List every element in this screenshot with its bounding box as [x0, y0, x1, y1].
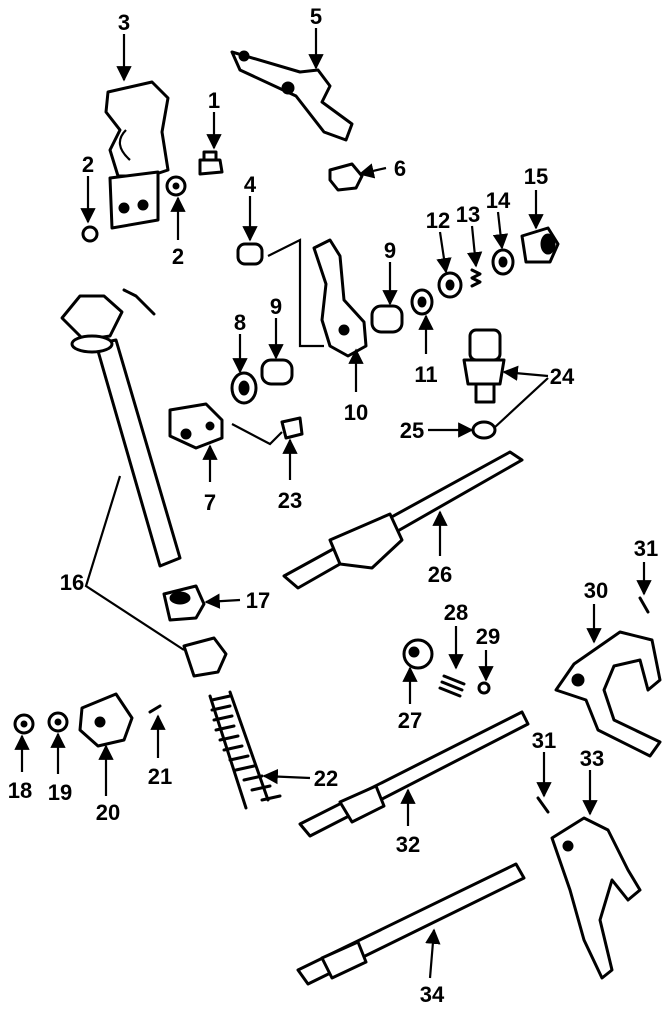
rail-part-34 [296, 862, 526, 986]
callout-labels: 3 1 2 2 5 6 4 8 9 9 10 11 12 13 14 15 24… [8, 4, 658, 1007]
callout-16: 16 [60, 570, 84, 595]
callout-31b: 31 [532, 728, 556, 753]
callout-28: 28 [444, 600, 468, 625]
callout-12: 12 [426, 208, 450, 233]
seal-part-12 [437, 271, 463, 299]
nut-part-18 [13, 713, 35, 735]
callout-8: 8 [234, 310, 246, 335]
callout-27: 27 [398, 708, 422, 733]
ring-part-14 [491, 248, 515, 276]
callout-18: 18 [8, 778, 32, 803]
bracket-part [104, 80, 170, 230]
block-part-7 [168, 402, 224, 450]
bushing-part-4 [236, 242, 264, 266]
bushing-part-9a [370, 304, 404, 334]
bushing-part-9b [260, 358, 294, 386]
callout-2b: 2 [172, 244, 184, 269]
rail-part-32 [298, 710, 530, 838]
callout-31a: 31 [634, 536, 658, 561]
callout-30: 30 [584, 578, 608, 603]
callout-21: 21 [148, 764, 172, 789]
callout-4: 4 [244, 172, 257, 197]
callout-6: 6 [394, 156, 406, 181]
washer-part-2b [165, 175, 187, 197]
callout-20: 20 [96, 800, 120, 825]
fork-part-33 [550, 816, 642, 980]
callout-9b: 9 [270, 294, 282, 319]
callout-22: 22 [314, 766, 338, 791]
roll-pin-part-31b [536, 796, 550, 814]
callout-11: 11 [414, 362, 437, 387]
callout-32: 32 [396, 832, 420, 857]
ball-part-29 [477, 681, 491, 695]
callout-15: 15 [524, 164, 548, 189]
detent-part-20 [78, 692, 134, 748]
callout-5: 5 [310, 4, 322, 29]
callout-26: 26 [428, 562, 452, 587]
callout-9a: 9 [384, 238, 396, 263]
bolt-part-1 [198, 150, 224, 176]
callout-25: 25 [400, 418, 424, 443]
washer-part-2a [81, 225, 99, 243]
lever-part-5 [230, 50, 354, 142]
switch-part-24 [462, 328, 506, 404]
selector-lever-part-10 [312, 238, 368, 358]
callout-24: 24 [550, 364, 575, 389]
roll-pin-part-31a [638, 596, 650, 614]
callout-13: 13 [456, 202, 480, 227]
callout-17: 17 [246, 588, 270, 613]
shaft-part-16 [60, 288, 182, 568]
clip-part-6 [328, 162, 364, 192]
pin-part-21 [148, 704, 162, 714]
callout-33: 33 [580, 746, 604, 771]
spring-part-22 [208, 690, 282, 810]
seal-part-8 [230, 371, 258, 405]
rail-part-26 [282, 450, 524, 590]
spring-part-13 [470, 268, 482, 288]
plug-part-27 [402, 638, 434, 670]
seal-part-11 [410, 288, 434, 316]
callout-3: 3 [118, 10, 130, 35]
callout-2a: 2 [82, 152, 94, 177]
callout-10: 10 [344, 400, 368, 425]
callout-1: 1 [208, 88, 220, 113]
sleeve-part-16 [182, 636, 228, 678]
bushing-part-15 [520, 226, 560, 264]
callout-19: 19 [48, 780, 72, 805]
washer-part-19 [47, 711, 69, 733]
collar-part-17 [162, 584, 206, 622]
gasket-part-25 [471, 420, 497, 440]
fork-part-30 [554, 630, 662, 758]
callout-34: 34 [420, 982, 445, 1007]
spring-part-28 [438, 674, 466, 698]
leader-lines [14, 28, 652, 979]
callout-29: 29 [476, 624, 500, 649]
callout-14: 14 [486, 188, 511, 213]
pin-part-23 [280, 416, 304, 440]
callout-23: 23 [278, 488, 302, 513]
callout-7: 7 [204, 490, 216, 515]
